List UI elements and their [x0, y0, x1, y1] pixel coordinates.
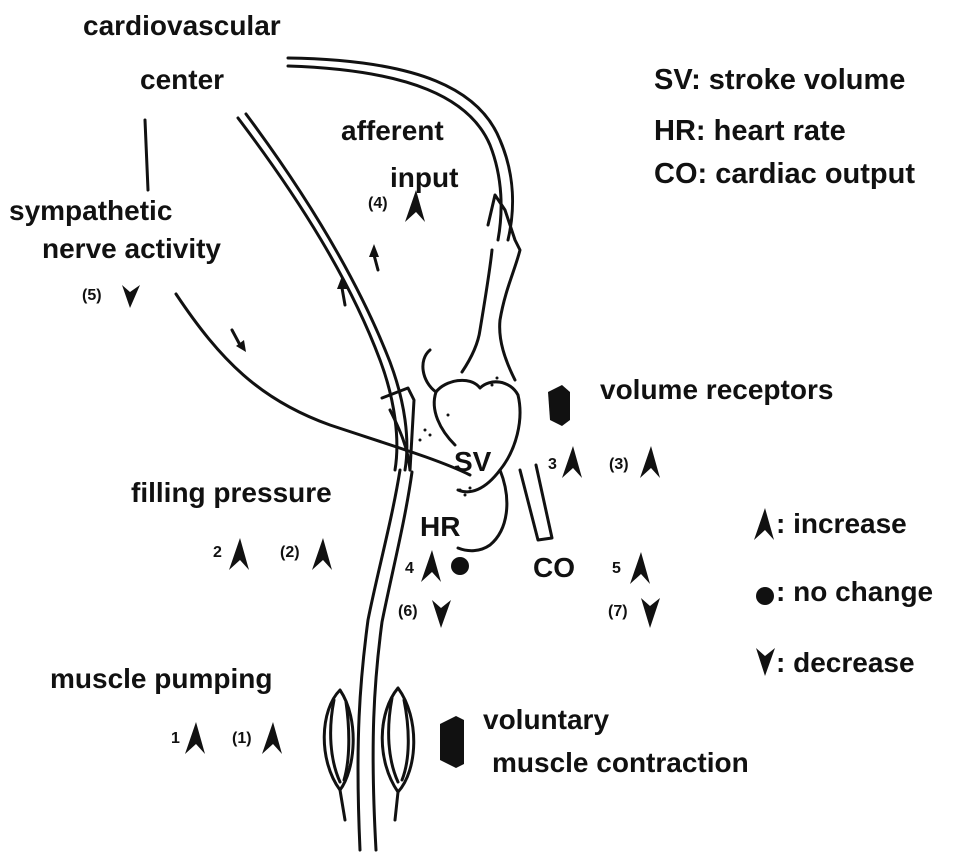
vessel-from-center-2 — [246, 114, 407, 470]
sv-label: SV — [454, 448, 491, 476]
marker-4: (4) — [368, 196, 388, 212]
muscle-right-inner-2 — [402, 700, 408, 780]
marker-1: 1 — [171, 731, 180, 747]
increase-icon — [421, 550, 441, 582]
legend-decrease-icon — [756, 648, 775, 676]
marker-2: 2 — [213, 545, 222, 561]
co-label: CO — [533, 554, 575, 582]
voluntary-contraction-pointer — [440, 716, 464, 768]
vessel-from-center — [238, 118, 397, 470]
increase-icon — [229, 538, 249, 570]
legend-hr: HR: heart rate — [654, 117, 846, 146]
decrease-icon — [122, 285, 140, 308]
decrease-icon — [641, 598, 660, 628]
aorta-top — [488, 195, 520, 380]
muscle-tendon — [340, 790, 345, 820]
marker-3-paren: (3) — [609, 457, 629, 473]
afferent-arrow-2 — [374, 255, 378, 270]
increase-icon — [312, 538, 332, 570]
no-change-icon — [451, 557, 469, 575]
marker-5: (5) — [82, 288, 102, 304]
leg-vessel-2 — [373, 472, 412, 850]
marker-5-co: 5 — [612, 561, 621, 577]
legend-sv: SV: stroke volume — [654, 66, 905, 95]
increase-icon — [405, 190, 425, 222]
center-label: center — [140, 66, 224, 94]
increase-icon — [185, 722, 205, 754]
legend-co: CO: cardiac output — [654, 160, 915, 189]
afferent-label: afferent — [341, 117, 444, 145]
sympathetic-nerve-line — [176, 294, 470, 475]
muscle-pumping-label: muscle pumping — [50, 665, 272, 693]
cardio-center-line — [145, 120, 148, 190]
muscle-contraction-label: muscle contraction — [492, 749, 749, 777]
marker-4-hr: 4 — [405, 561, 414, 577]
muscle-left-inner — [331, 700, 340, 782]
filling-pressure-label: filling pressure — [131, 479, 332, 507]
volume-receptor-pointer — [548, 385, 570, 426]
marker-7: (7) — [608, 604, 628, 620]
volume-receptors-label: volume receptors — [600, 376, 833, 404]
afferent-arrowhead-2 — [369, 244, 379, 257]
marker-1-paren: (1) — [232, 731, 252, 747]
marker-6: (6) — [398, 604, 418, 620]
increase-icon — [262, 722, 282, 754]
voluntary-label: voluntary — [483, 706, 609, 734]
increase-icon — [640, 446, 660, 478]
marker-3: 3 — [548, 457, 557, 473]
legend-increase: : increase — [776, 510, 907, 538]
nerve-activity-label: nerve activity — [42, 235, 221, 263]
afferent-arrow — [342, 288, 345, 305]
increase-icon — [630, 552, 650, 584]
hr-label: HR — [420, 513, 460, 541]
input-label: input — [390, 164, 458, 192]
muscle-tendon-2 — [395, 792, 398, 820]
increase-icon — [562, 446, 582, 478]
muscle-right-inner — [389, 698, 398, 782]
heart-outline-2 — [434, 392, 455, 445]
legend-increase-icon — [754, 508, 774, 540]
co-vessel — [520, 465, 552, 540]
legend-no-change: : no change — [776, 578, 933, 606]
decrease-icon — [432, 600, 451, 628]
efferent-arrow — [232, 330, 240, 345]
marker-2-paren: (2) — [280, 545, 300, 561]
muscle-left-inner-2 — [344, 702, 349, 780]
sympathetic-label: sympathetic — [9, 197, 172, 225]
afferent-nerve-line-2 — [288, 66, 501, 240]
legend-decrease: : decrease — [776, 649, 915, 677]
legend-no-change-icon — [756, 587, 774, 605]
aorta-top-2 — [462, 250, 492, 372]
afferent-nerve-line — [288, 58, 513, 240]
cardiovascular-label: cardiovascular — [83, 12, 281, 40]
hr-loop — [458, 470, 507, 551]
